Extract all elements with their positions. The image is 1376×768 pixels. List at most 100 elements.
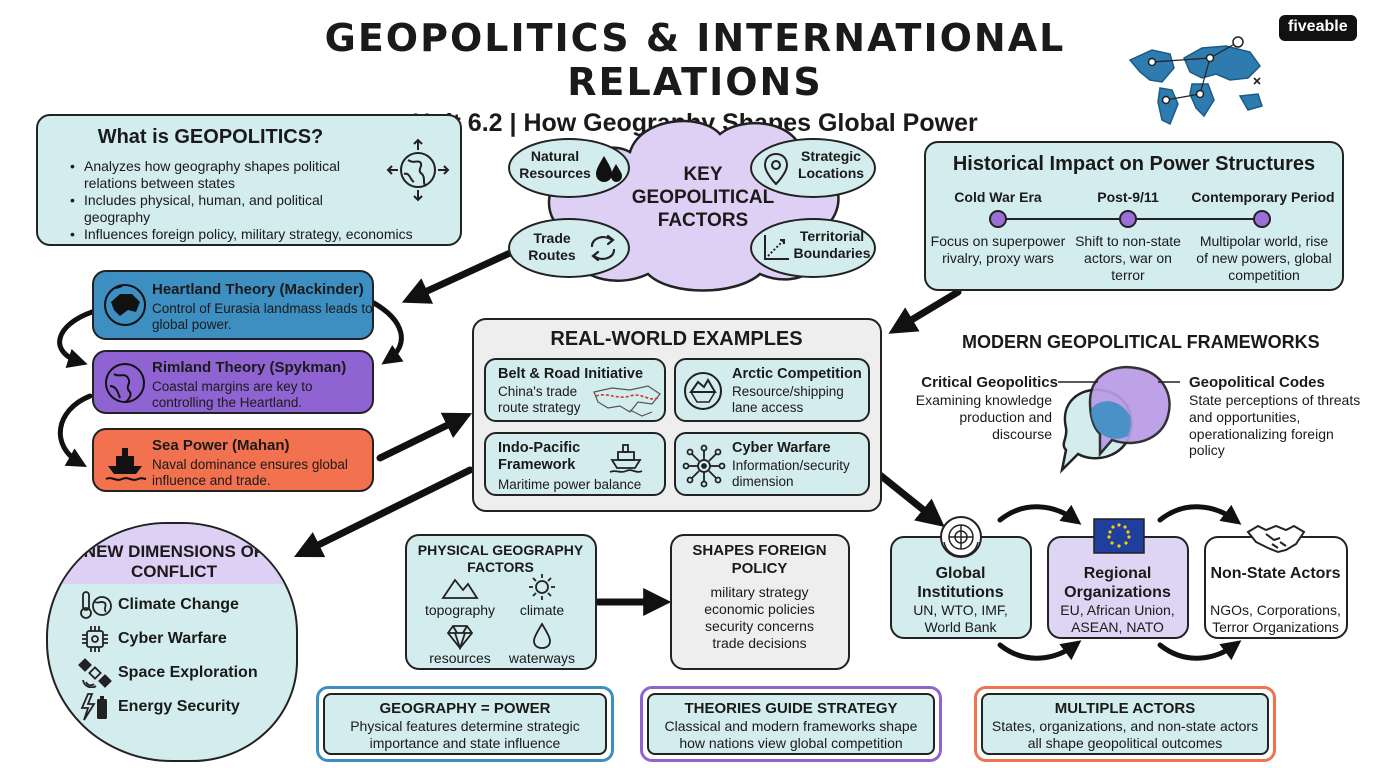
shapes-foreign-policy-card: SHAPES FOREIGN POLICY military strategy … [670,534,850,670]
example-title: Arctic Competition [732,366,862,382]
iceberg-icon [684,372,722,410]
example-desc: China's trade route strategy [498,384,581,415]
dimension-item: Energy Security [78,690,298,724]
policy-list: military strategy economic policies secu… [672,584,847,652]
physical-label: climate [519,602,565,618]
new-dimensions-card: NEW DIMENSIONS OF CONFLICT [46,522,298,762]
era-name: Cold War Era [954,189,1042,205]
critical-geopolitics-desc: Examining knowledge production and disco… [915,392,1052,442]
eu-flag-icon [1093,518,1145,554]
example-arctic-competition: Arctic Competition Resource/shipping lan… [674,358,870,422]
summary-geography-power: GEOGRAPHY = POWER Physical features dete… [316,686,614,762]
arrow-rimland-to-seapower [57,393,93,467]
policy-item: military strategy [710,584,809,600]
bullet-item: Analyzes how geography shapes political … [68,158,378,192]
battery-bolt-icon [80,693,107,721]
era-desc: Focus on superpower rivalry, proxy wars [930,233,1066,266]
actor-title: Regional Organizations [1064,565,1171,602]
factor-label: Natural Resources [519,148,591,181]
example-title: Indo-Pacific Framework [498,440,581,473]
gem-icon [446,625,474,650]
physical-label: topography [424,602,496,618]
theory-desc: Control of Eurasia landmass leads to glo… [152,301,373,332]
trade-route-map-icon [593,385,661,417]
policy-title: SHAPES FOREIGN POLICY [692,542,827,577]
globe-icon [105,363,145,403]
physical-geography-card: PHYSICAL GEOGRAPHY FACTORS topography cl… [405,534,597,670]
factor-natural-resources: Natural Resources [508,138,630,198]
timeline-dot [1253,210,1271,228]
physical-label: waterways [508,650,576,666]
dimension-item: Cyber Warfare [78,622,298,656]
summary-title: GEOGRAPHY = POWER [379,700,551,717]
arrow-regional-to-nonstate-top [1157,504,1242,525]
satellite-icon [78,658,112,688]
un-emblem-icon [940,516,982,558]
dimension-label: Climate Change [118,596,239,613]
theory-title: Sea Power (Mahan) [152,437,290,454]
arrow-global-to-regional-bottom [997,640,1082,661]
example-title: Cyber Warfare [732,440,831,456]
sea-power-card: Sea Power (Mahan) Naval dominance ensure… [92,428,374,492]
summary-desc: Physical features determine strategic im… [350,718,580,751]
header: GEOPOLITICS & INTERNATIONAL RELATIONS Un… [230,16,1160,138]
factor-territorial-boundaries: Territorial Boundaries [750,218,876,278]
new-dimensions-header [48,524,296,584]
example-title: Belt & Road Initiative [498,366,644,382]
sun-icon [529,574,555,600]
factor-label: Strategic Locations [797,148,865,181]
actor-desc: NGOs, Corporations, Terror Organizations [1210,602,1341,635]
ship-icon [609,444,643,473]
actor-desc: UN, WTO, IMF, World Bank [913,602,1008,635]
summary-inner: MULTIPLE ACTORS States, organizations, a… [981,693,1269,755]
critical-geopolitics-title: Critical Geopolitics [921,374,1058,391]
arrow-examples-to-actors [876,471,945,528]
geopolitical-codes-title: Geopolitical Codes [1189,374,1325,391]
factor-label: Territorial Boundaries [793,228,871,261]
arrow-factors-to-theories [401,249,514,304]
chip-icon [82,626,108,652]
example-belt-road: Belt & Road Initiative China's trade rou… [484,358,666,422]
thermometer-globe-icon [80,591,112,619]
geopolitical-codes-desc: State perceptions of threats and opportu… [1189,392,1361,459]
summary-multiple-actors: MULTIPLE ACTORS States, organizations, a… [974,686,1276,762]
eurasia-icon [104,284,146,326]
example-desc: Information/security dimension [732,458,850,489]
history-timeline [989,210,1271,228]
summary-title: THEORIES GUIDE STRATEGY [684,700,898,717]
summary-title: MULTIPLE ACTORS [1054,700,1196,717]
historical-impact-card: Historical Impact on Power Structures Co… [924,141,1344,291]
summary-desc: States, organizations, and non-state act… [991,718,1259,751]
factor-trade-routes: Trade Routes [508,218,630,278]
network-icon [682,444,726,488]
cycle-arrows-icon [590,234,616,262]
new-dimensions-list: Climate Change Cyber Warfare Space Explo… [78,588,298,724]
example-desc: Resource/shipping lane access [732,384,844,415]
mountains-icon [441,578,479,599]
factor-strategic-locations: Strategic Locations [750,138,876,198]
actor-title: Global Institutions [917,565,1004,602]
key-factors-title: KEY GEOPOLITICAL FACTORS [631,164,775,231]
arrow-heartland-to-rimland-right [369,299,404,365]
arrow-seapower-to-examples [376,412,473,462]
era-desc: Shift to non-state actors, war on terror [1075,233,1181,283]
what-is-bullets: Analyzes how geography shapes political … [68,158,413,243]
dimension-item: Space Exploration [78,656,298,690]
timeline-dot [989,210,1007,228]
physical-title: PHYSICAL GEOGRAPHY FACTORS [417,542,584,575]
policy-item: economic policies [704,601,815,617]
era-name: Contemporary Period [1191,189,1335,205]
arrow-global-to-regional-top [997,504,1082,525]
policy-item: security concerns [705,618,814,634]
dimension-label: Cyber Warfare [118,630,227,647]
arrow-history-to-examples [888,288,962,334]
speech-bubbles-venn [1058,365,1180,474]
example-cyber-warfare: Cyber Warfare Information/security dimen… [674,432,870,496]
era-name: Post-9/11 [1097,189,1159,205]
theory-desc: Coastal margins are key to controlling t… [152,379,313,410]
physical-label: resources [429,650,491,666]
arrow-examples-to-dimensions [293,466,474,558]
dimension-label: Space Exploration [118,664,258,681]
theory-desc: Naval dominance ensures global influence… [152,457,348,488]
